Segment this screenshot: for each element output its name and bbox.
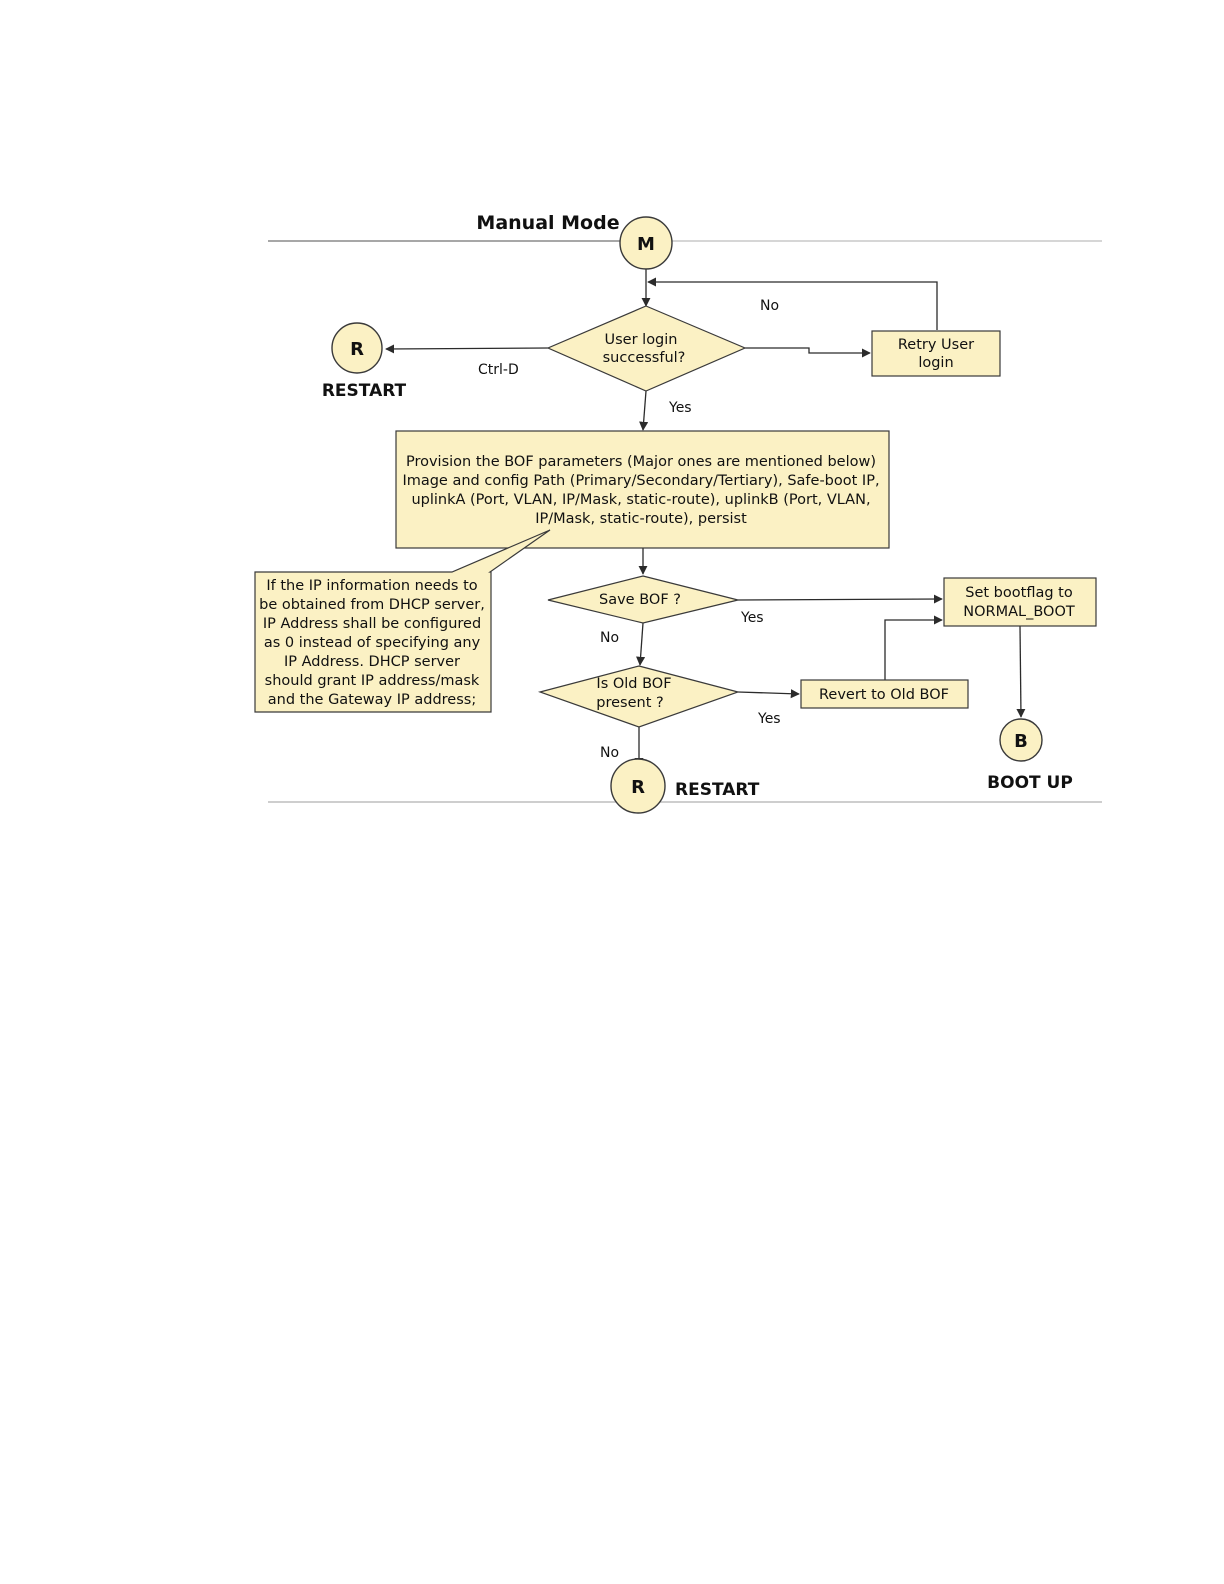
process-provision-line-1: Provision the BOF parameters (Major ones… (406, 454, 876, 470)
edge-label-login-no: No (760, 298, 779, 314)
decision-save-bof-label: Save BOF ? (599, 592, 681, 608)
process-provision-bof: Provision the BOF parameters (Major ones… (395, 430, 890, 549)
restart-connector-bottom-label: R (631, 777, 645, 798)
start-connector-label: M (637, 234, 655, 255)
restart-connector-left: R (331, 322, 383, 374)
decision-user-login-line-1: User login (605, 332, 678, 348)
edge-bootflag-to-boot (1016, 625, 1026, 718)
process-retry-login: Retry User login (871, 330, 1001, 377)
decision-save-bof: Save BOF ? (547, 575, 739, 624)
edge-label-old-yes: Yes (757, 711, 781, 727)
edge-label-old-no: No (600, 745, 619, 761)
boot-up-label: BOOT UP (987, 773, 1073, 793)
note-line-5: IP Address. DHCP server (284, 654, 460, 670)
restart-connector-bottom: R (610, 758, 666, 814)
process-provision-line-4: IP/Mask, static-route), persist (535, 511, 747, 527)
edge-label-login-yes: Yes (668, 400, 692, 416)
restart-connector-left-label: R (350, 339, 364, 360)
boot-connector-label: B (1014, 731, 1028, 752)
decision-user-login: User login successful? (546, 305, 747, 392)
start-connector: M (619, 216, 673, 270)
process-set-bootflag-line-2: NORMAL_BOOT (963, 604, 1075, 620)
edge-login-to-retry (745, 347, 871, 358)
decision-old-bof-line-1: Is Old BOF (596, 676, 671, 692)
note-line-6: should grant IP address/mask (265, 673, 480, 689)
process-set-bootflag: Set bootflag to NORMAL_BOOT (943, 577, 1097, 627)
decision-old-bof: Is Old BOF present ? (537, 665, 741, 728)
boot-connector: B (999, 718, 1043, 762)
diagram-title: Manual Mode (476, 212, 619, 234)
note-line-2: be obtained from DHCP server, (259, 597, 485, 613)
dhcp-note-callout: If the IP information needs to be obtain… (254, 529, 551, 713)
note-line-3: IP Address shall be configured (263, 616, 481, 632)
note-line-4: as 0 instead of specifying any (264, 635, 481, 651)
process-provision-line-3: uplinkA (Port, VLAN, IP/Mask, static-rou… (411, 492, 870, 508)
note-line-7: and the Gateway IP address; (268, 692, 476, 708)
process-revert-label: Revert to Old BOF (819, 687, 949, 703)
restart-bottom-label: RESTART (675, 780, 760, 800)
edge-retry-loop-back (647, 277, 938, 330)
restart-left-label: RESTART (322, 381, 407, 401)
process-revert-old-bof: Revert to Old BOF (800, 679, 969, 709)
edge-revert-to-bootflag (884, 615, 943, 680)
edge-login-ctrl-d (385, 344, 549, 354)
process-set-bootflag-line-1: Set bootflag to (965, 585, 1073, 601)
edge-save-no (636, 622, 646, 666)
process-retry-login-line-1: Retry User (898, 337, 974, 353)
edge-label-ctrl-d: Ctrl-D (478, 362, 519, 378)
edge-label-save-yes: Yes (740, 610, 764, 626)
edge-save-yes (737, 594, 943, 604)
edge-login-yes (639, 390, 649, 431)
note-line-1: If the IP information needs to (266, 578, 477, 594)
decision-user-login-line-2: successful? (603, 350, 686, 366)
edge-old-yes (737, 689, 800, 699)
process-retry-login-line-2: login (918, 355, 953, 371)
process-provision-line-2: Image and config Path (Primary/Secondary… (402, 473, 879, 489)
decision-old-bof-line-2: present ? (596, 695, 663, 711)
edge-label-save-no: No (600, 630, 619, 646)
